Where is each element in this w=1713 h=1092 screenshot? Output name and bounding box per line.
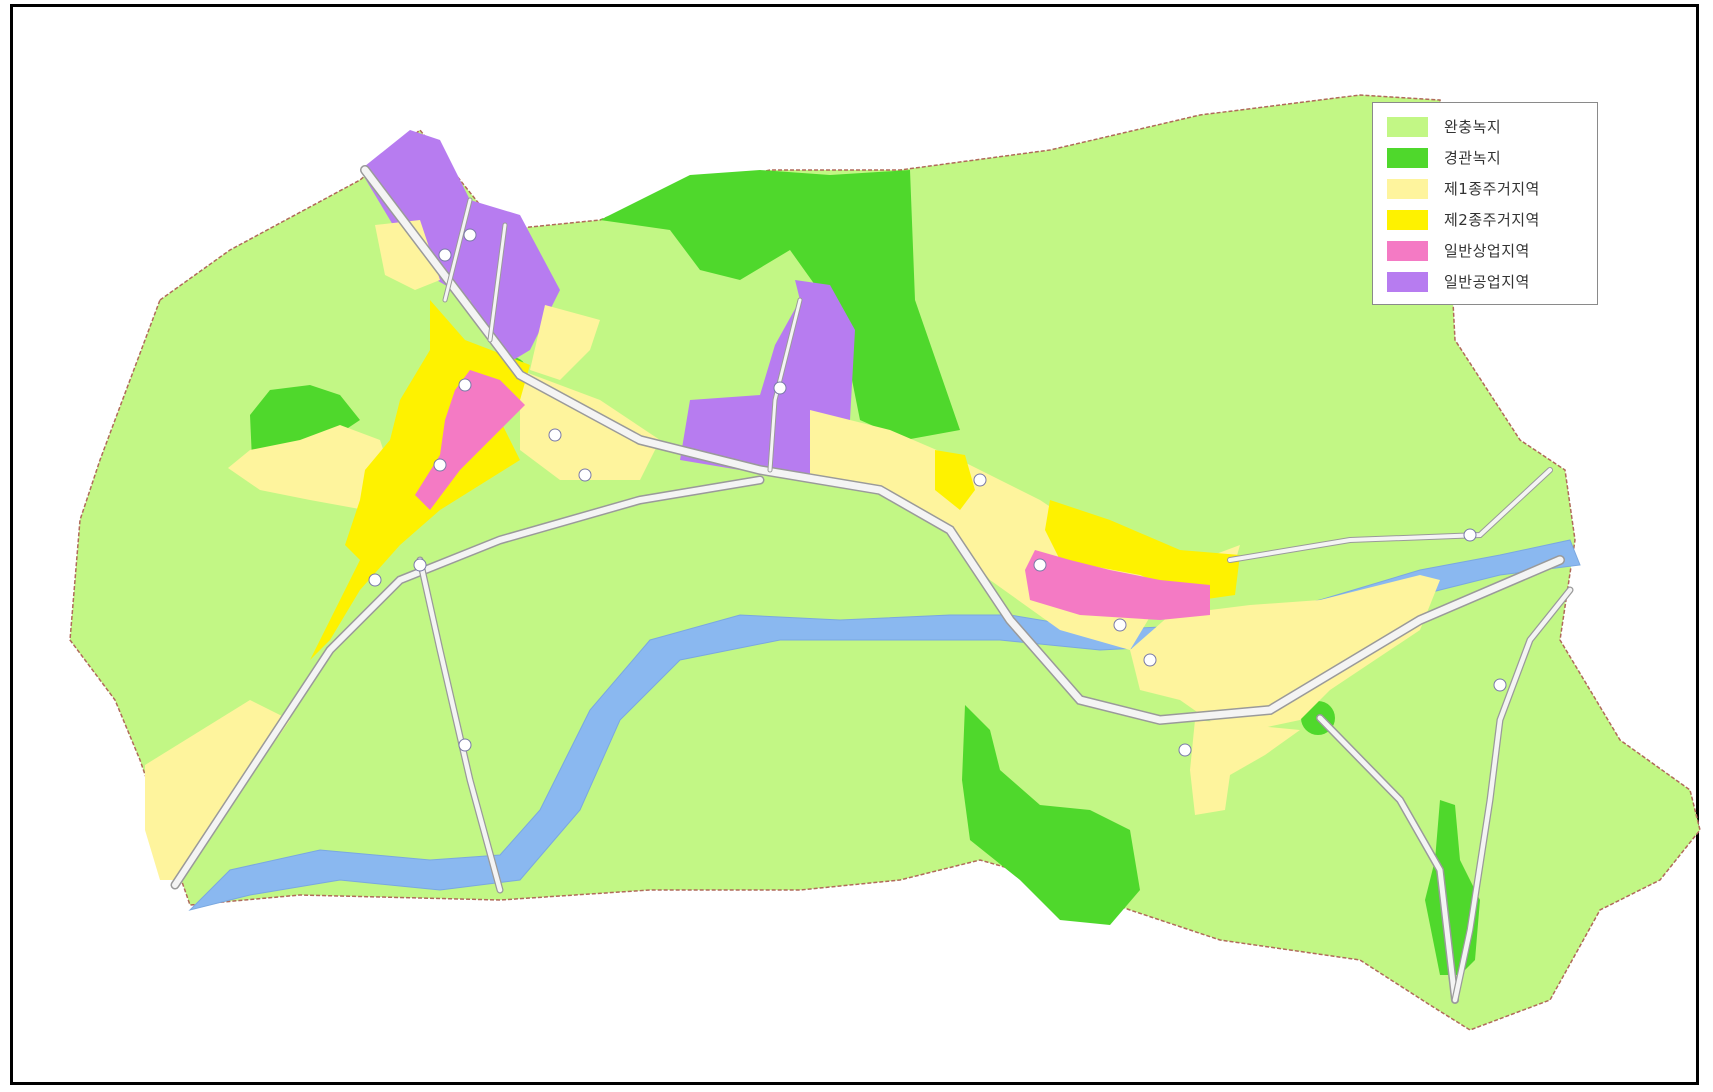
legend-label: 일반공업지역 xyxy=(1444,273,1530,291)
road xyxy=(443,198,507,342)
residential-2-zone xyxy=(1045,500,1240,600)
legend-label: 경관녹지 xyxy=(1444,149,1502,167)
residential-1-zone xyxy=(530,305,600,380)
road xyxy=(768,298,802,472)
legend-item-residential-2: 제2종주거지역 xyxy=(1387,204,1597,235)
legend-swatch xyxy=(1387,209,1428,230)
road-markers xyxy=(368,228,1507,757)
legend-item-scenic-green: 경관녹지 xyxy=(1387,142,1597,173)
road-network xyxy=(170,165,1574,1004)
legend-label: 제1종주거지역 xyxy=(1444,180,1540,198)
residential-1-zone xyxy=(375,220,440,290)
legend-swatch xyxy=(1387,271,1428,292)
scenic-green-zone xyxy=(250,385,360,460)
road-marker xyxy=(433,458,447,472)
road-marker xyxy=(458,738,472,752)
road-marker xyxy=(438,248,452,262)
residential-2-zone xyxy=(935,450,975,510)
road xyxy=(1317,715,1458,1003)
legend-swatch xyxy=(1387,147,1428,168)
residential-1-zone xyxy=(145,700,290,880)
road-marker xyxy=(548,428,562,442)
legend-label: 완충녹지 xyxy=(1444,118,1502,136)
road-marker xyxy=(1143,653,1157,667)
road-marker xyxy=(368,573,382,587)
road-marker xyxy=(1463,528,1477,542)
legend-label: 제2종주거지역 xyxy=(1444,211,1540,229)
legend-item-residential-1: 제1종주거지역 xyxy=(1387,173,1597,204)
legend-item-industrial: 일반공업지역 xyxy=(1387,266,1597,297)
road-marker xyxy=(578,468,592,482)
road-marker xyxy=(973,473,987,487)
road-marker xyxy=(458,378,472,392)
scenic-green-zone xyxy=(600,170,960,440)
legend-swatch xyxy=(1387,240,1428,261)
road xyxy=(1228,468,1552,562)
road xyxy=(172,477,763,888)
legend-item-commercial: 일반상업지역 xyxy=(1387,235,1597,266)
map-legend: 완충녹지 경관녹지 제1종주거지역 제2종주거지역 일반상업지역 일반공업지역 xyxy=(1372,102,1598,305)
road-marker xyxy=(463,228,477,242)
legend-swatch xyxy=(1387,116,1428,137)
residential-1-zone xyxy=(1190,720,1300,815)
commercial-zone xyxy=(1025,550,1210,620)
road xyxy=(417,557,503,893)
commercial-zone xyxy=(415,370,525,510)
road-marker xyxy=(1493,678,1507,692)
road-marker xyxy=(773,381,787,395)
legend-label: 일반상업지역 xyxy=(1444,242,1530,260)
road-marker xyxy=(1113,618,1127,632)
road xyxy=(361,166,1564,724)
road-marker xyxy=(1033,558,1047,572)
scenic-green-zone xyxy=(962,705,1140,925)
legend-item-buffer-green: 완충녹지 xyxy=(1387,111,1597,142)
residential-1-zone xyxy=(228,425,390,510)
road xyxy=(1452,587,1573,1003)
legend-swatch xyxy=(1387,178,1428,199)
road-marker xyxy=(413,558,427,572)
road-marker xyxy=(1178,743,1192,757)
